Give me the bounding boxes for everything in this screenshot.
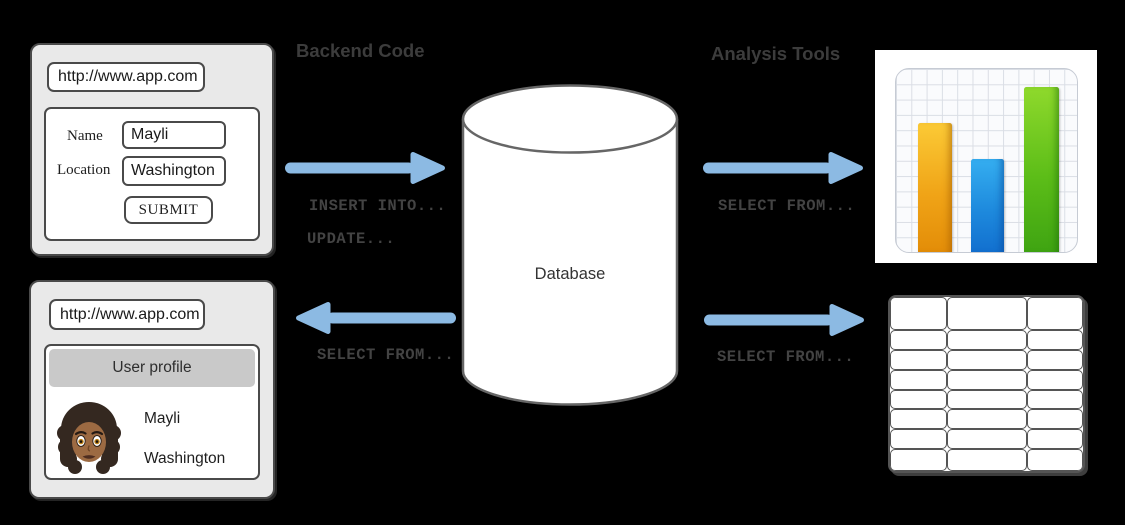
profile-panel: User profile <box>44 344 260 480</box>
table-icon <box>888 295 1085 473</box>
form-panel: Name Mayli Location Washington SUBMIT <box>44 107 260 241</box>
analysis-tools-heading: Analysis Tools <box>711 43 841 64</box>
arrow-db-to-profile-icon <box>293 300 457 336</box>
location-input[interactable]: Washington <box>122 156 226 186</box>
green-bar <box>1024 87 1059 252</box>
blue-bar <box>971 159 1004 252</box>
name-field-label: Name <box>67 128 103 144</box>
woman-curly-hair-avatar-icon <box>57 399 121 475</box>
select-from-top-right-label: SELECT FROM... <box>718 197 856 215</box>
location-field-label: Location <box>57 162 111 178</box>
arrow-form-to-db-icon <box>284 150 448 186</box>
orange-bar <box>918 123 952 252</box>
profile-name: Mayli <box>144 410 181 427</box>
address-bar[interactable]: http://www.app.com <box>49 299 205 330</box>
submit-button[interactable]: SUBMIT <box>124 196 213 224</box>
form-browser-window: http://www.app.com Name Mayli Location W… <box>30 43 274 256</box>
backend-code-heading: Backend Code <box>296 40 425 61</box>
update-label: UPDATE... <box>307 230 396 248</box>
bar-chart-plot-area <box>895 68 1078 253</box>
database-cylinder <box>461 83 679 407</box>
insert-into-label: INSERT INTO... <box>309 197 447 215</box>
profile-browser-window: http://www.app.com User profile <box>29 280 275 499</box>
arrow-db-to-chart-icon <box>702 150 866 186</box>
profile-header: User profile <box>49 349 255 387</box>
bar-chart-icon <box>875 50 1097 263</box>
database-label: Database <box>534 265 606 283</box>
select-from-bottom-right-label: SELECT FROM... <box>717 348 855 366</box>
select-from-bottom-left-label: SELECT FROM... <box>317 346 455 364</box>
name-input[interactable]: Mayli <box>122 121 226 149</box>
profile-location: Washington <box>144 450 226 467</box>
address-bar[interactable]: http://www.app.com <box>47 62 205 92</box>
arrow-db-to-table-icon <box>703 302 867 338</box>
